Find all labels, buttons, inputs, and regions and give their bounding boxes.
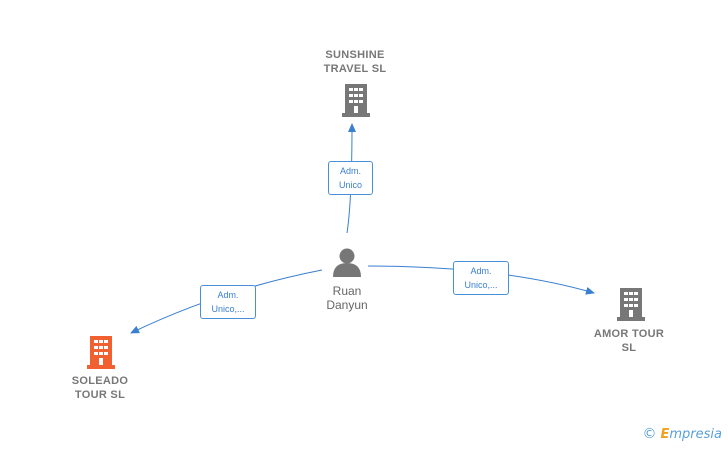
person-label-line: Ruan [332,284,362,298]
node-label-soleado-tour[interactable]: SOLEADO TOUR SL [55,374,145,402]
node-label-amor-tour[interactable]: AMOR TOUR SL [584,327,674,355]
role-box-amor[interactable]: Adm. Unico,... [453,261,509,295]
brand-logo-letter: E [660,427,670,442]
role-line: Adm. [470,266,492,276]
node-label-sunshine-travel[interactable]: SUNSHINE TRAVEL SL [310,48,400,76]
role-line: Unico [338,180,362,190]
node-label-line: TRAVEL SL [323,63,387,75]
node-label-line: SUNSHINE [325,49,385,61]
role-line: Adm. [217,290,239,300]
building-icon [87,336,115,369]
node-label-line: SL [621,342,637,354]
brand-watermark: ©Empresia [643,426,723,442]
person-icon [333,248,361,277]
person-label-ruan-danyun[interactable]: Ruan Danyun [307,284,387,312]
copyright-symbol: © [642,426,657,442]
role-line: Unico,... [464,280,498,290]
building-icon [617,288,645,321]
brand-name: mpresia [669,427,722,442]
role-box-sunshine[interactable]: Adm. Unico [328,161,373,195]
role-box-soleado[interactable]: Adm. Unico,... [200,285,256,319]
role-line: Adm. [339,166,361,176]
building-icon [342,84,370,117]
node-label-line: SOLEADO [71,375,129,387]
person-label-line: Danyun [326,298,368,312]
role-line: Unico,... [211,304,245,314]
node-label-line: TOUR SL [74,389,126,401]
node-label-line: AMOR TOUR [593,328,665,340]
